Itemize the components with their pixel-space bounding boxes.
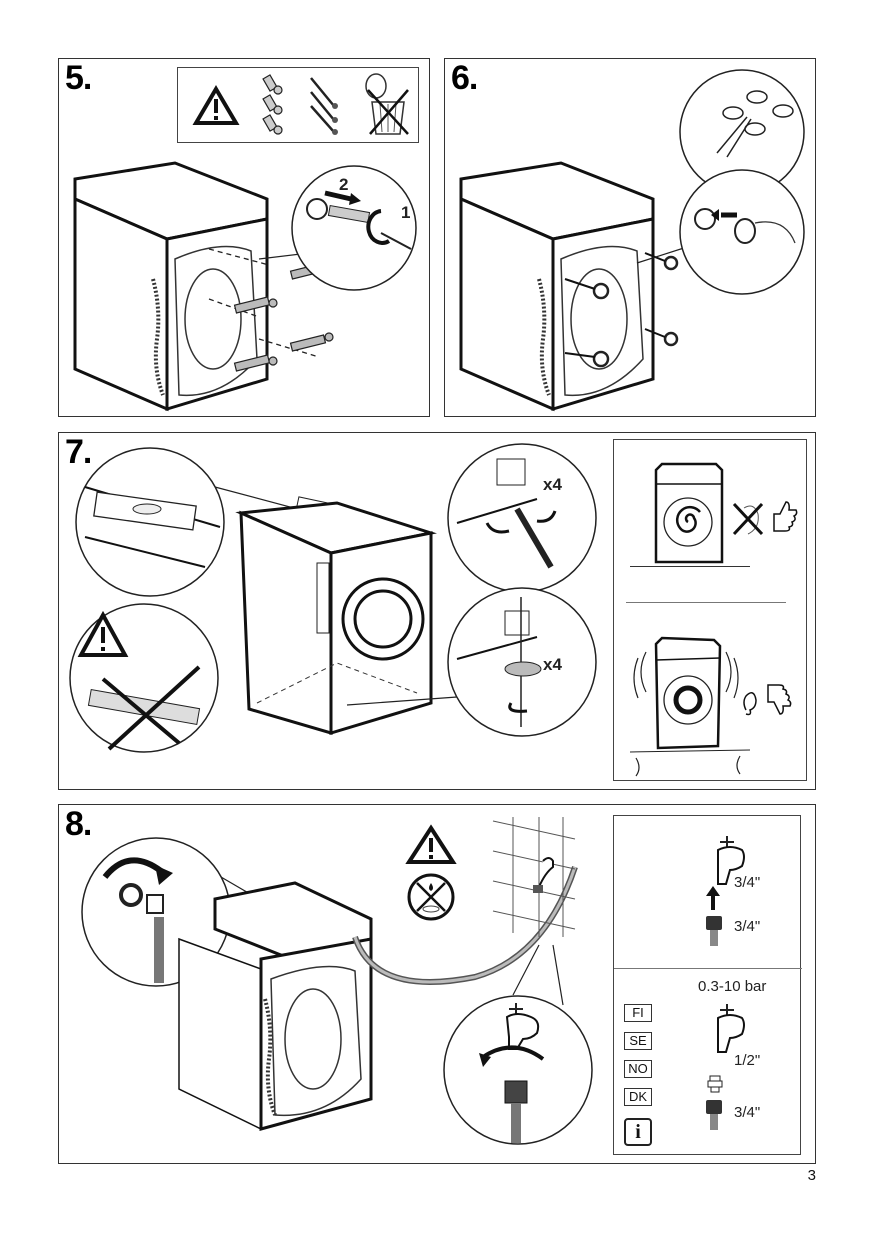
alt-hose-thread-size: 3/4" bbox=[734, 1104, 761, 1121]
warning-box bbox=[177, 67, 419, 143]
stable-machine-icon bbox=[654, 462, 724, 564]
ear-icon bbox=[743, 692, 757, 716]
no-noise-icon bbox=[732, 502, 764, 536]
step-5-panel: 5. bbox=[58, 58, 430, 417]
section-divider bbox=[626, 602, 786, 603]
callout-step-1-label: 1 bbox=[401, 203, 411, 222]
country-code-no: NO bbox=[624, 1060, 652, 1078]
bolt-removal-callout bbox=[258, 165, 417, 291]
washing-machine-rear bbox=[73, 161, 269, 412]
thumbs-up-icon bbox=[773, 501, 798, 532]
warning-icon bbox=[405, 824, 457, 864]
adjust-foot-height-callout bbox=[346, 587, 597, 737]
step-6-panel: 6. bbox=[444, 58, 816, 417]
insert-cap-callout bbox=[636, 169, 805, 295]
vibrating-machine-icon bbox=[629, 636, 751, 777]
info-icon: i bbox=[624, 1118, 652, 1146]
tap-icon bbox=[717, 1004, 745, 1053]
inlet-hose bbox=[352, 866, 578, 985]
step-number: 7. bbox=[65, 433, 92, 471]
country-code-dk: DK bbox=[624, 1088, 652, 1106]
country-code-se: SE bbox=[624, 1032, 652, 1050]
section-divider bbox=[614, 968, 802, 969]
no-leaking-icon bbox=[407, 873, 455, 921]
height-count-label: x4 bbox=[543, 655, 562, 674]
do-not-discard-icon bbox=[365, 73, 409, 135]
adjust-foot-wrench-callout bbox=[447, 443, 597, 593]
washing-machine-rear bbox=[459, 161, 655, 412]
country-code-fi: FI bbox=[624, 1004, 652, 1022]
wall-tap bbox=[492, 817, 576, 937]
water-pressure-range: 0.3-10 bar bbox=[698, 978, 767, 995]
tap-thread-size: 3/4" bbox=[734, 874, 761, 891]
adapter-icon bbox=[707, 1075, 723, 1093]
step-number: 8. bbox=[65, 805, 92, 843]
hose-thread-size: 3/4" bbox=[734, 918, 761, 935]
washing-machine-front bbox=[235, 496, 437, 736]
floor-line bbox=[630, 566, 750, 567]
adjust-count-label: x4 bbox=[543, 475, 562, 494]
no-wood-under-feet-callout bbox=[69, 603, 219, 753]
hole-caps-insertion bbox=[564, 252, 679, 368]
arrow-up-icon bbox=[706, 886, 720, 910]
step-number: 5. bbox=[65, 59, 92, 97]
plastic-spacers-icon bbox=[262, 74, 283, 135]
stability-comparison-panel bbox=[613, 439, 807, 781]
page-number: 3 bbox=[807, 1167, 816, 1184]
tighten-hose-to-tap-callout bbox=[443, 944, 593, 1145]
step-8-panel: 8. bbox=[58, 804, 816, 1164]
bolts-icon bbox=[310, 77, 338, 135]
spirit-level-callout bbox=[75, 447, 306, 597]
thumbs-down-icon bbox=[767, 684, 792, 715]
warning-icon bbox=[192, 85, 240, 125]
callout-step-2-label: 2 bbox=[339, 175, 349, 194]
hose-connector-icon bbox=[706, 1100, 722, 1130]
tap-icon bbox=[717, 836, 745, 885]
tap-specification-panel: 3/4" 3/4" 0.3-10 bar FI SE NO DK i 1/2" … bbox=[613, 815, 802, 1155]
connect-hose-to-machine-callout bbox=[81, 837, 342, 987]
step-number: 6. bbox=[451, 59, 478, 97]
washing-machine-rear bbox=[178, 881, 373, 1131]
step-7-panel: 7. x4 x4 bbox=[58, 432, 816, 790]
cut-caps-callout bbox=[679, 69, 805, 195]
hose-connector-icon bbox=[706, 916, 722, 946]
alt-tap-thread-size: 1/2" bbox=[734, 1052, 761, 1069]
